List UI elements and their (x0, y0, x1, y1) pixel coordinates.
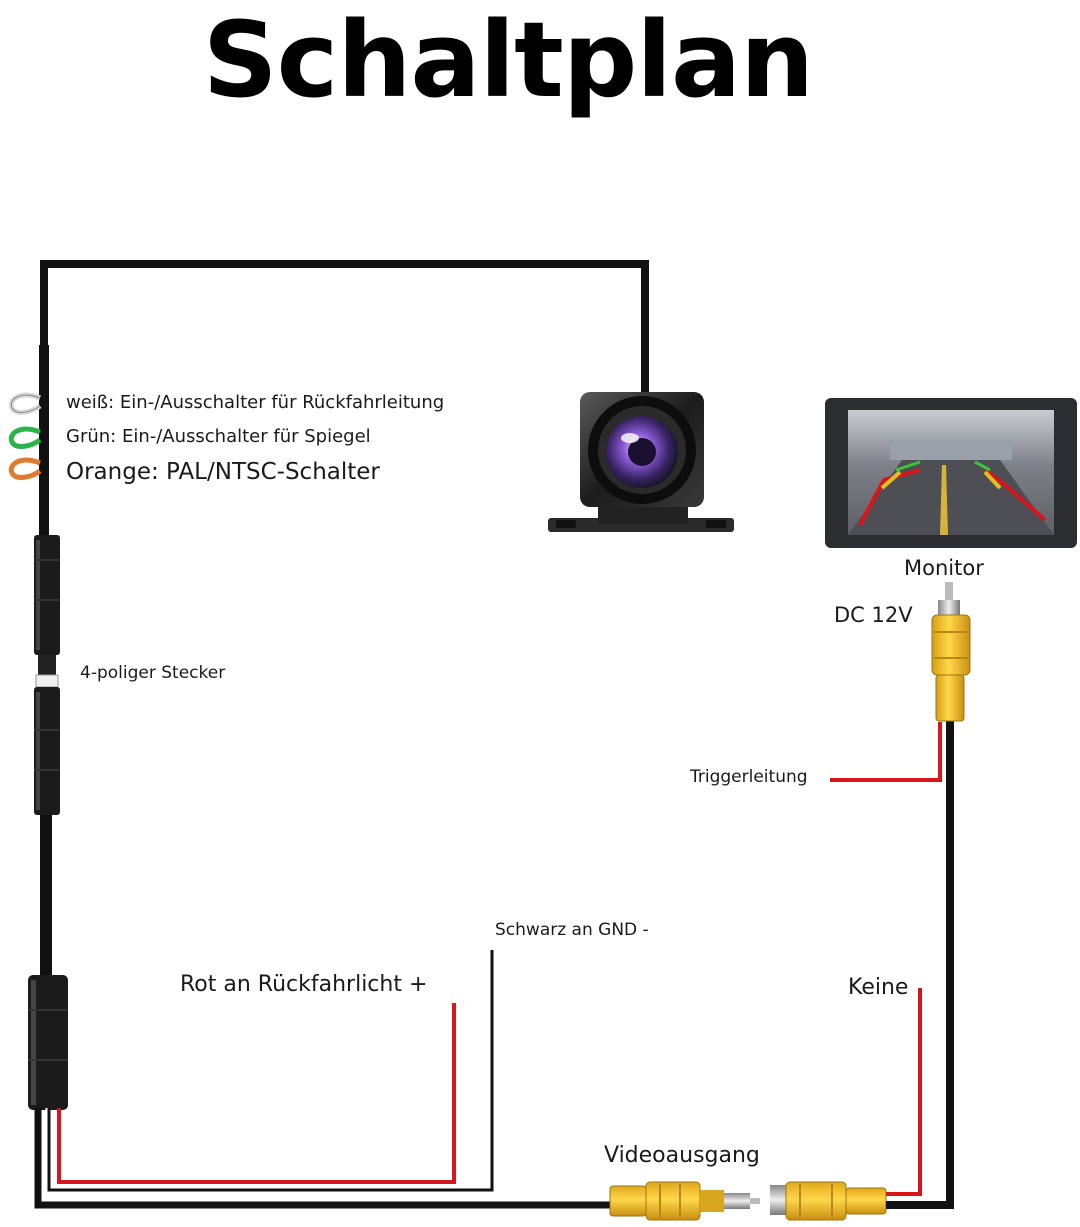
red-wire (57, 1003, 456, 1184)
main-cable (39, 345, 49, 540)
label-trigger: Triggerleitung (690, 767, 808, 787)
label-orange-wire: Orange: PAL/NTSC-Schalter (66, 459, 380, 485)
label-white-wire: weiß: Ein-/Ausschalter für Rückfahrleitu… (66, 392, 445, 413)
label-gnd: Schwarz an GND - (495, 920, 649, 940)
gnd-wire (47, 950, 494, 1192)
black-outer-wire (34, 1108, 620, 1209)
trigger-wire (830, 722, 942, 782)
switch-wires (8, 392, 42, 480)
page-title: Schaltplan (202, 0, 814, 121)
label-red-plus: Rot an Rückfahrlicht + (180, 972, 428, 997)
label-dc: DC 12V (834, 603, 913, 627)
rca-connector-monitor (931, 582, 971, 722)
monitor-icon (825, 398, 1077, 548)
keine-wire (886, 988, 922, 1196)
label-connector: 4-poliger Stecker (80, 663, 226, 683)
power-connector (28, 975, 68, 1110)
rca-connector-male (609, 1181, 760, 1221)
four-pin-connector (34, 535, 60, 815)
video-return-wire (886, 720, 954, 1209)
camera-wire (40, 260, 649, 395)
label-keine: Keine (848, 975, 909, 1000)
label-monitor: Monitor (904, 556, 984, 580)
camera-icon (548, 392, 734, 532)
rca-connector-female (770, 1181, 887, 1221)
label-green-wire: Grün: Ein-/Ausschalter für Spiegel (66, 426, 371, 447)
label-video: Videoausgang (604, 1143, 760, 1168)
